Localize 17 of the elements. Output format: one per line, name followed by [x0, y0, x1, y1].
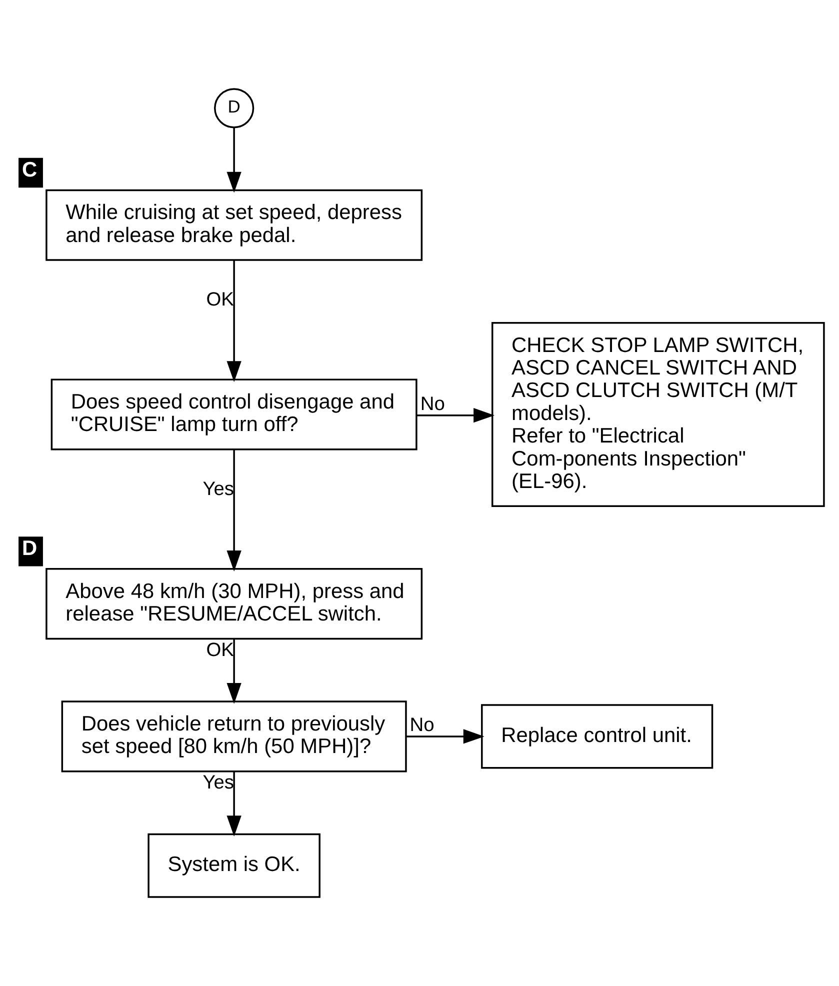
edge-label: No: [410, 714, 434, 736]
node-label: D: [22, 537, 38, 560]
arrow: [417, 408, 495, 423]
node-box: Does vehicle return to previously set speed [80 km/h (50 MPH)]?: [61, 700, 407, 772]
arrow: [226, 450, 242, 572]
node-box: System is OK.: [148, 833, 320, 898]
arrow: [226, 639, 242, 704]
arrow: [226, 260, 242, 382]
node-box: Replace control unit.: [481, 704, 714, 769]
edge-label: No: [420, 394, 445, 415]
arrow: [406, 729, 484, 744]
node-box: CHECK STOP LAMP SWITCH, ASCD CANCEL SWITCH AND ASCD CLUTCH SWITCH (M/T models). Refer to "Electrical Com-ponents Inspection" (EL-96).: [492, 322, 825, 507]
node-circle: D: [214, 88, 254, 128]
arrow: [226, 127, 242, 193]
arrow: [226, 772, 242, 837]
node-label: C: [22, 158, 38, 182]
node-box: Does speed control disengage and "CRUISE" lamp turn off?: [50, 378, 418, 450]
